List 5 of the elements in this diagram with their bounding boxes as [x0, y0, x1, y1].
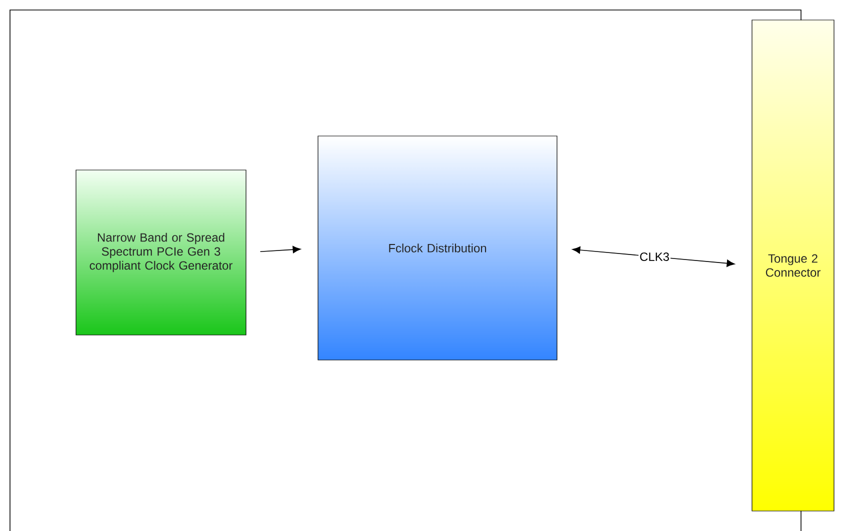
arrow	[260, 246, 301, 254]
block-box: Fclock Distribution	[318, 136, 558, 360]
edge-label: CLK3	[638, 252, 671, 262]
block-box: Tongue 2 Connector	[752, 20, 834, 512]
block-box: Narrow Band or Spread Spectrum PCIe Gen 3 compliant Clock Generator	[76, 170, 246, 336]
